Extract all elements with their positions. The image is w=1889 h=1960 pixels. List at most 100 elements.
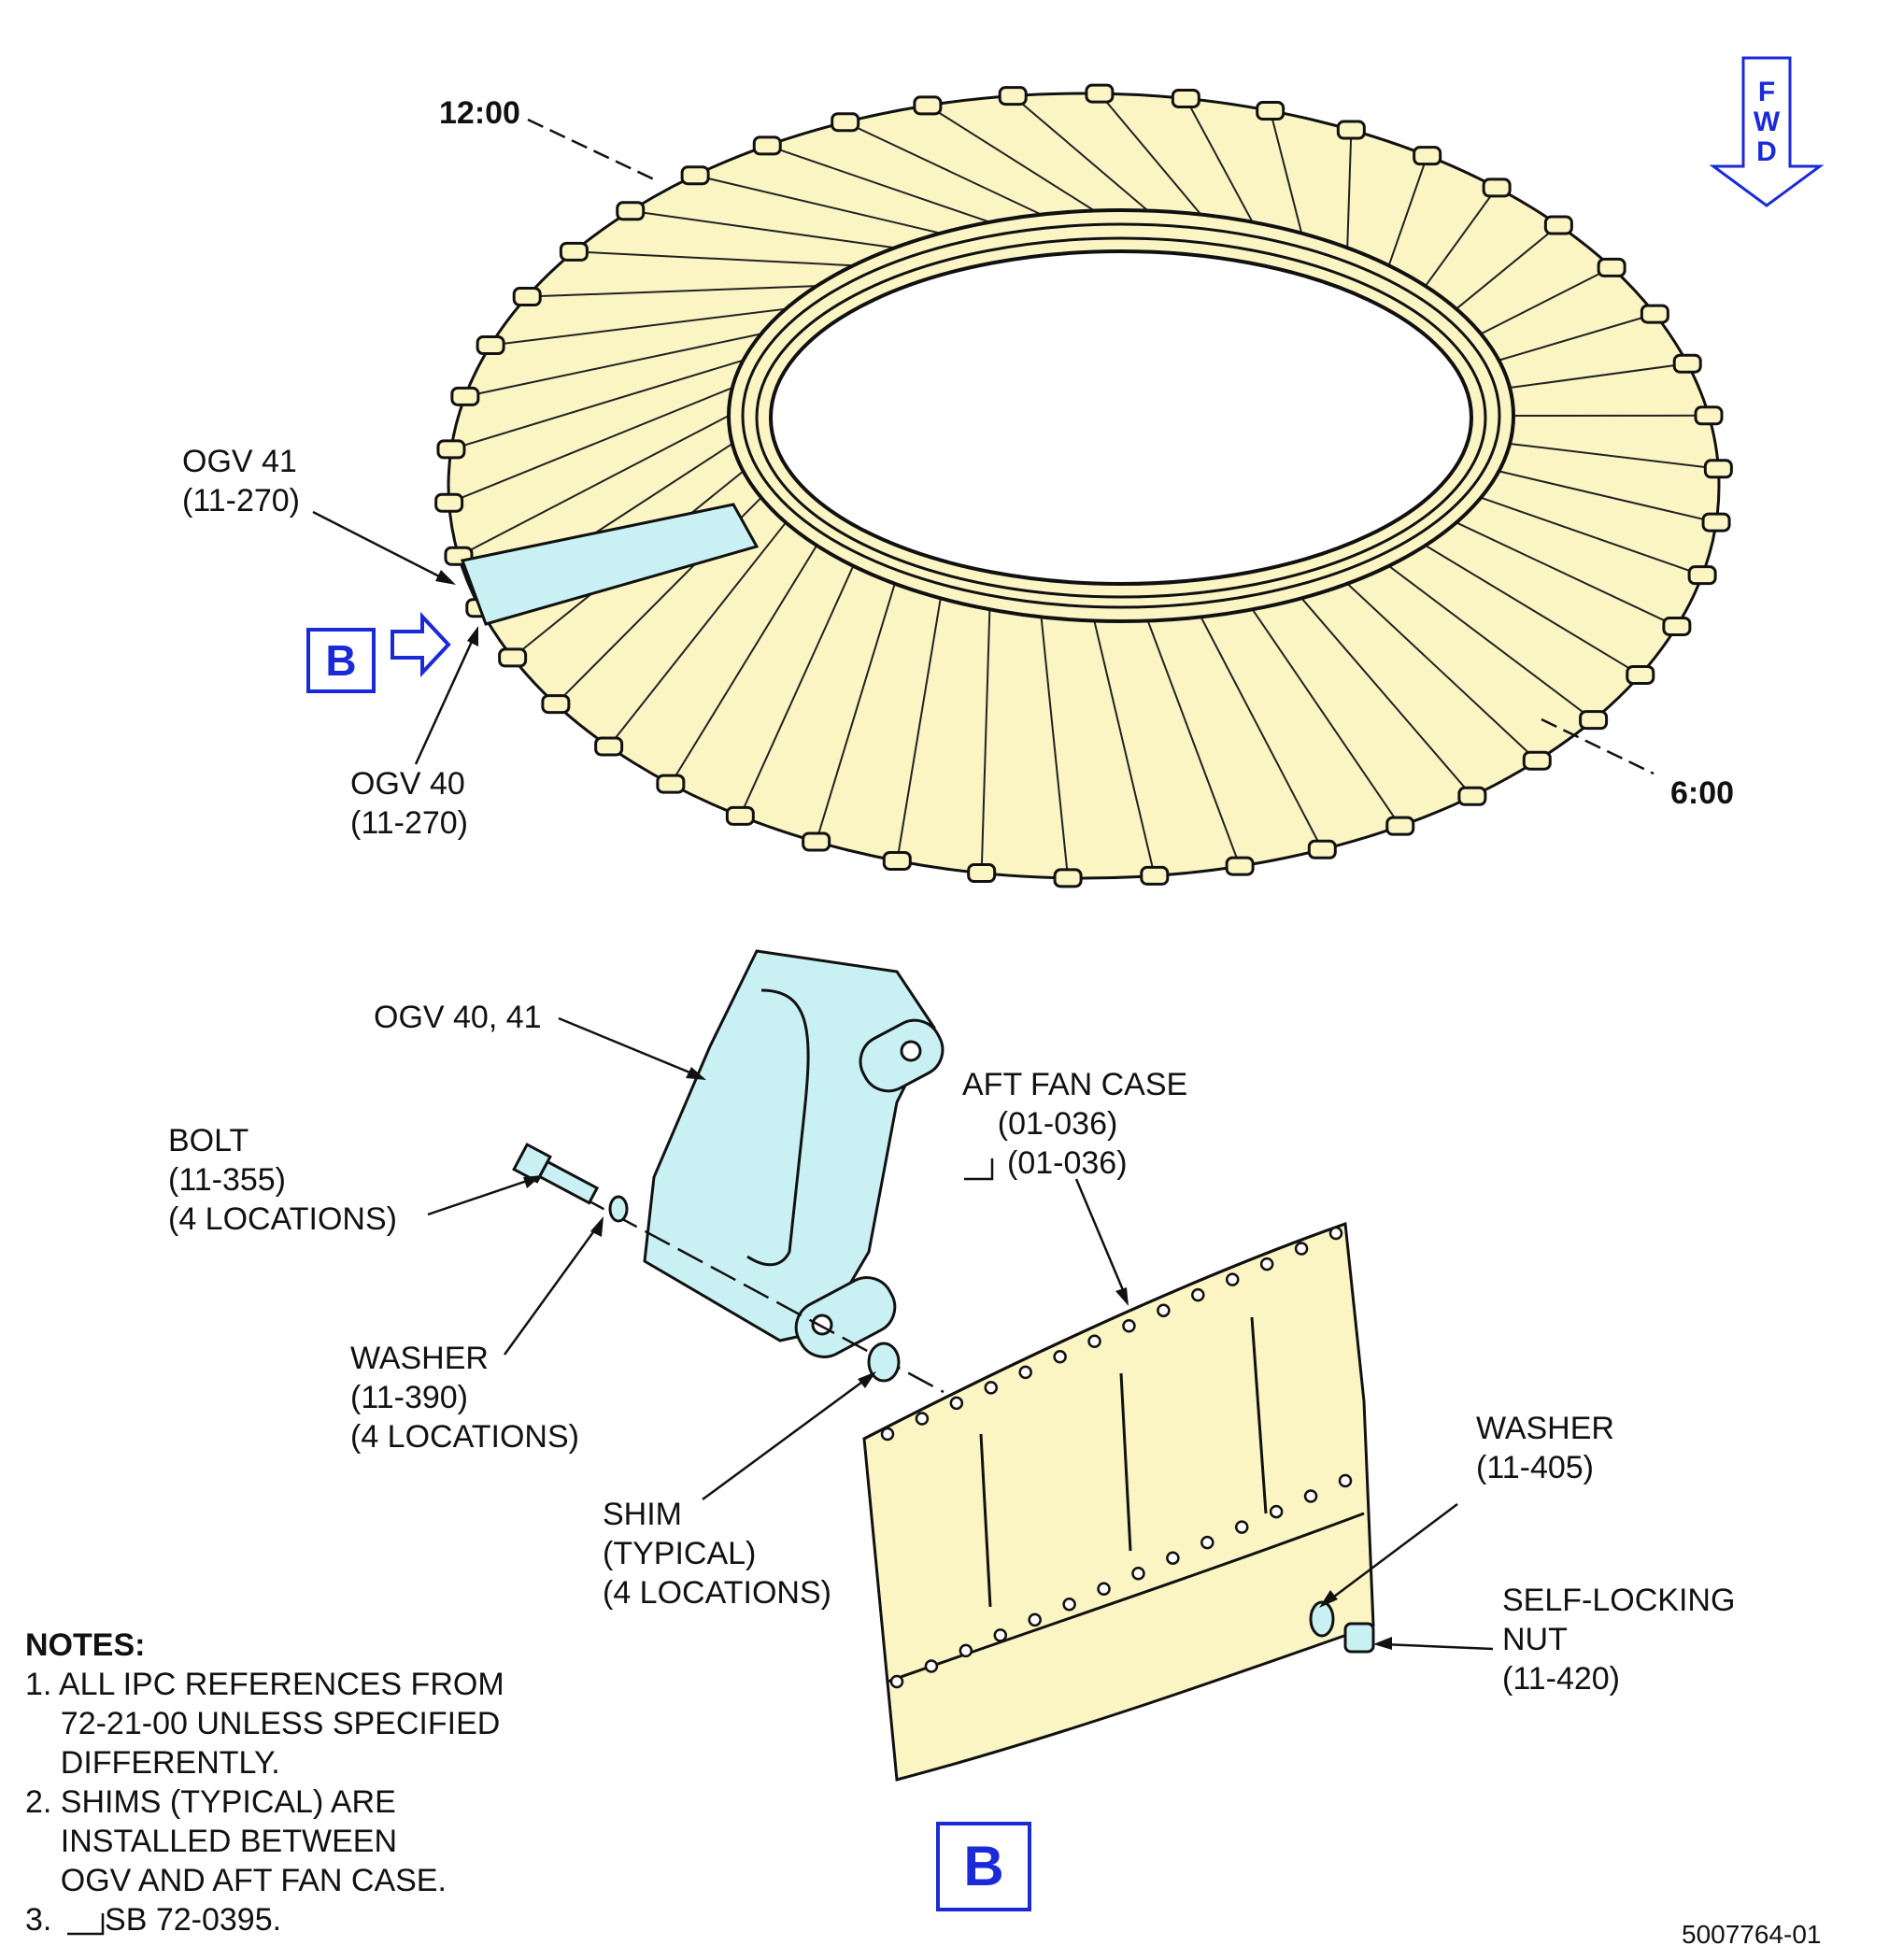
vane-lug (1413, 146, 1442, 166)
flange-hole (1269, 1504, 1284, 1519)
vane-lug (559, 241, 589, 262)
flange-hole (984, 1381, 999, 1395)
notes-heading: NOTES: (25, 1627, 146, 1663)
vane-lug (434, 492, 464, 513)
vane-lug (1053, 868, 1083, 888)
vane-line (1346, 583, 1538, 761)
fan-case-flange-top (863, 1222, 1346, 1441)
flange-hole (1294, 1242, 1309, 1256)
flange-hole (949, 1396, 964, 1411)
clock-6-leader (1541, 717, 1655, 775)
washer-390-leader (503, 1225, 600, 1356)
flange-hole (880, 1427, 895, 1442)
vane-line (1300, 597, 1473, 797)
notes-item-3: 3. SB 72-0395. (25, 1902, 282, 1938)
vane-lug (594, 736, 624, 757)
flange-hole (1053, 1350, 1067, 1364)
vane-lug (1640, 304, 1669, 324)
vane-lug (1482, 178, 1512, 198)
view-b-callout-upper[interactable]: B (306, 628, 376, 693)
clock-12-leader (527, 118, 655, 181)
vane-line (1509, 442, 1719, 470)
vane-lug (1672, 353, 1702, 374)
vane-line (1498, 470, 1717, 524)
vane-line (694, 174, 942, 234)
vane-lug (1543, 215, 1573, 235)
flange-hole (1234, 1520, 1249, 1534)
fan-case-rib-3 (1250, 1316, 1268, 1514)
vane-lug (450, 386, 480, 406)
ogv40-leader (414, 634, 476, 765)
vane-line (815, 583, 896, 843)
washer-405-leader (1326, 1503, 1458, 1603)
vane-line (1424, 187, 1498, 287)
washer-390-label: WASHER (11-390) (4 LOCATIONS) (350, 1341, 579, 1455)
flange-hole (993, 1628, 1008, 1642)
vane-line (1387, 155, 1428, 266)
washer-405-part (1309, 1600, 1335, 1638)
lower-lug (794, 1276, 897, 1358)
ogv-vane-segment (643, 949, 936, 1342)
vane-lug (831, 112, 860, 133)
vane-line (448, 387, 733, 504)
vane-lug (998, 86, 1028, 107)
vane-line (1012, 94, 1149, 212)
fan-case-flange-bottom (887, 1512, 1365, 1683)
washer-405-label: WASHER (11-405) (1476, 1411, 1614, 1485)
vane-line (896, 598, 942, 861)
ogv41-leader (312, 510, 449, 583)
vane-lug (498, 647, 528, 668)
vane-line (1269, 110, 1303, 234)
vane-lug (913, 95, 943, 116)
vane-lug (680, 165, 710, 186)
vane-line (1093, 620, 1156, 876)
vane-lug (1579, 710, 1609, 731)
vane-line (1480, 266, 1612, 335)
ogv40-arrowhead (467, 626, 478, 646)
vane-line (845, 121, 1042, 216)
ogv41-label: OGV 41 (11-270) (182, 444, 300, 518)
vane-line (739, 565, 855, 817)
vane-line (1346, 130, 1353, 249)
vane-lug (967, 863, 997, 884)
vane-line (1146, 620, 1242, 867)
ogv-40-41-highlight (460, 503, 760, 626)
flange-hole (1122, 1318, 1136, 1333)
vane-line (927, 105, 1095, 212)
flange-hole (1328, 1226, 1343, 1241)
vane-line (1200, 616, 1324, 850)
vane-lug (1307, 839, 1337, 859)
vane-line (574, 250, 854, 267)
clock-12-label: 12:00 (439, 95, 520, 131)
notes-item-2: 2. SHIMS (TYPICAL) ARE INSTALLED BETWEEN… (25, 1784, 447, 1898)
vane-lug (1457, 786, 1487, 806)
vane-lug (1256, 101, 1285, 121)
vane-lug (752, 135, 782, 156)
fan-case-rib-1 (979, 1433, 992, 1608)
flange-hole (1097, 1582, 1111, 1597)
vane-platform-inner (746, 988, 810, 1267)
vane-lug (1171, 88, 1200, 108)
ogv41-arrowhead (435, 570, 456, 585)
detail-b-assembly (67, 949, 1494, 1936)
flange-hole (1338, 1473, 1353, 1488)
fan-case-rib-2 (1119, 1372, 1132, 1552)
vane-line (670, 545, 818, 785)
vane-lug (1225, 856, 1255, 876)
nut-part (1343, 1622, 1375, 1654)
vane-line (1251, 608, 1401, 827)
vane-line (766, 144, 990, 223)
washer-390-part (608, 1195, 629, 1223)
ogv4041-leader (558, 1016, 700, 1078)
nut-leader (1382, 1642, 1494, 1651)
nut-label: SELF-LOCKING NUT (11-420) (1502, 1583, 1736, 1697)
view-b-title: B (936, 1822, 1031, 1911)
fwd-letter-f: F (1757, 77, 1776, 107)
bolt-leader (427, 1177, 533, 1216)
vane-line (1480, 496, 1703, 576)
vane-lug (541, 694, 571, 715)
vane-line (1456, 521, 1678, 628)
flange-hole (1087, 1334, 1101, 1349)
vane-lug (1385, 816, 1415, 836)
